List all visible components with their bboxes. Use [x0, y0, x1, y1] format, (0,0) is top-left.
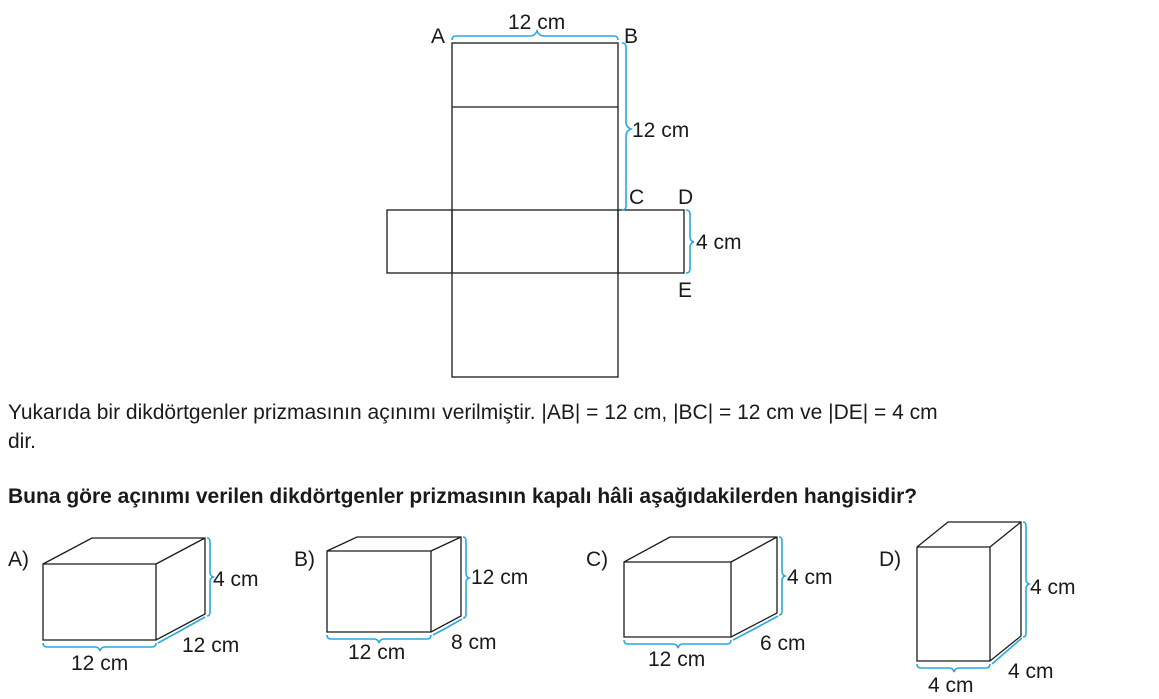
option-d-height-label: 4 cm — [1030, 576, 1076, 599]
option-d-width-label: 4 cm — [928, 674, 974, 697]
vertex-e-label: E — [678, 279, 692, 302]
option-b-letter: B) — [294, 548, 315, 571]
option-a[interactable]: A) 4 cm 12 cm 12 cm — [8, 537, 259, 675]
option-d-letter: D) — [879, 548, 901, 571]
option-a-height-brace — [206, 537, 216, 617]
vertex-c-label: C — [629, 186, 644, 209]
vertex-d-label: D — [678, 186, 693, 209]
option-d-height-brace — [1022, 521, 1032, 638]
option-c-height-label: 4 cm — [787, 566, 833, 589]
option-a-depth-label: 12 cm — [182, 634, 239, 657]
option-c-width-label: 12 cm — [648, 648, 705, 671]
option-d[interactable]: D) 4 cm 4 cm 4 cm — [879, 521, 1076, 697]
de-length-label: 4 cm — [696, 231, 742, 254]
vertex-b-label: B — [624, 25, 638, 48]
option-b[interactable]: B) 12 cm 12 cm 8 cm — [294, 536, 528, 664]
option-c-depth-label: 6 cm — [760, 632, 806, 655]
option-c-box — [623, 536, 778, 638]
option-d-depth-brace — [991, 637, 1023, 665]
vertex-a-label: A — [431, 25, 445, 48]
option-b-depth-label: 8 cm — [451, 631, 497, 654]
option-d-box — [916, 521, 1022, 662]
net-horizontal-strip — [386, 209, 685, 274]
bc-length-label: 12 cm — [632, 119, 689, 142]
bc-brace — [621, 42, 634, 211]
de-brace — [685, 209, 695, 274]
option-a-width-brace — [42, 642, 157, 652]
option-c-width-brace — [623, 639, 732, 649]
option-b-height-label: 12 cm — [471, 566, 528, 589]
option-a-height-label: 4 cm — [213, 568, 259, 591]
option-b-width-label: 12 cm — [348, 641, 405, 664]
option-c-depth-brace — [732, 615, 779, 641]
prism-net: A B C D E 12 cm 12 cm 4 cm — [386, 11, 742, 378]
option-a-width-label: 12 cm — [71, 652, 128, 675]
statement-line-1: Yukarıda bir dikdörtgenler prizmasının a… — [8, 401, 938, 424]
option-c-letter: C) — [586, 548, 608, 571]
option-a-depth-brace — [157, 616, 206, 644]
option-a-letter: A) — [8, 548, 29, 571]
option-b-width-brace — [326, 634, 432, 644]
option-c-height-brace — [778, 536, 788, 616]
option-d-width-brace — [916, 663, 991, 673]
option-b-height-brace — [462, 536, 472, 619]
option-b-depth-brace — [432, 618, 463, 636]
problem-statement: Yukarıda bir dikdörtgenler prizmasının a… — [8, 398, 1153, 456]
statement-line-2: dir. — [8, 430, 37, 453]
option-c[interactable]: C) 4 cm 12 cm 6 cm — [586, 536, 833, 671]
question-text: Buna göre açınımı verilen dikdörtgenler … — [8, 485, 918, 508]
ab-brace — [451, 28, 619, 41]
ab-length-label: 12 cm — [508, 11, 565, 34]
option-d-depth-label: 4 cm — [1008, 660, 1054, 683]
option-b-box — [326, 536, 462, 633]
option-a-box — [42, 537, 206, 641]
